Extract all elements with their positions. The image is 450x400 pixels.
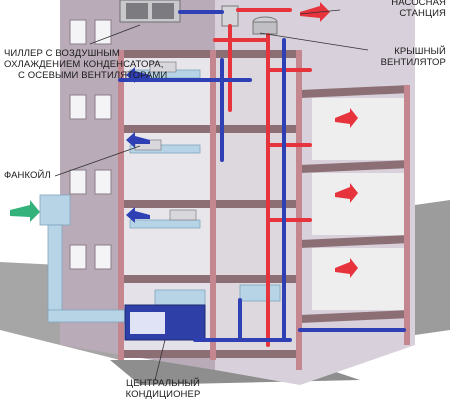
fancoil-text: ФАНКОЙЛ	[4, 170, 51, 181]
roof-fan-line-1: КРЫШНЫЙ	[394, 46, 446, 57]
pump-station-line-2: СТАНЦИЯ	[399, 8, 446, 19]
central-ac-line-1: ЦЕНТРАЛЬНЫЙ	[126, 378, 200, 389]
roof-fan-label: КРЫШНЫЙ ВЕНТИЛЯТОР	[348, 46, 446, 68]
chiller-label: ЧИЛЛЕР С ВОЗДУШНЫМ ОХЛАЖДЕНИЕМ КОНДЕНСАТ…	[4, 48, 167, 81]
fancoil-label: ФАНКОЙЛ	[4, 170, 51, 181]
pump-station-line-1: НАСОСНАЯ	[391, 0, 446, 8]
roof-fan-line-2: ВЕНТИЛЯТОР	[380, 57, 446, 68]
chiller-line-3: С ОСЕВЫМИ ВЕНТИЛЯТОРАМИ	[18, 70, 168, 81]
chiller-line-2: ОХЛАЖДЕНИЕМ КОНДЕНСАТОРА,	[4, 59, 164, 70]
pump-station-label: НАСОСНАЯ СТАНЦИЯ	[348, 0, 446, 19]
central-ac-line-2: КОНДИЦИОНЕР	[125, 389, 201, 400]
central-ac-unit	[124, 304, 206, 341]
facade-windows	[69, 19, 112, 270]
central-ac-label: ЦЕНТРАЛЬНЫЙ КОНДИЦИОНЕР	[108, 378, 218, 400]
leader-lines	[54, 9, 369, 381]
return-pipes	[118, 10, 406, 342]
pump-station	[221, 5, 239, 27]
airflow-arrows	[10, 2, 358, 278]
supply-pipes	[213, 8, 312, 347]
air-ducts	[39, 69, 281, 323]
building-facade	[60, 0, 415, 385]
roof-fan	[252, 16, 278, 35]
chiller-unit	[119, 0, 181, 23]
chiller-line-1: ЧИЛЛЕР С ВОЗДУШНЫМ	[4, 48, 120, 59]
